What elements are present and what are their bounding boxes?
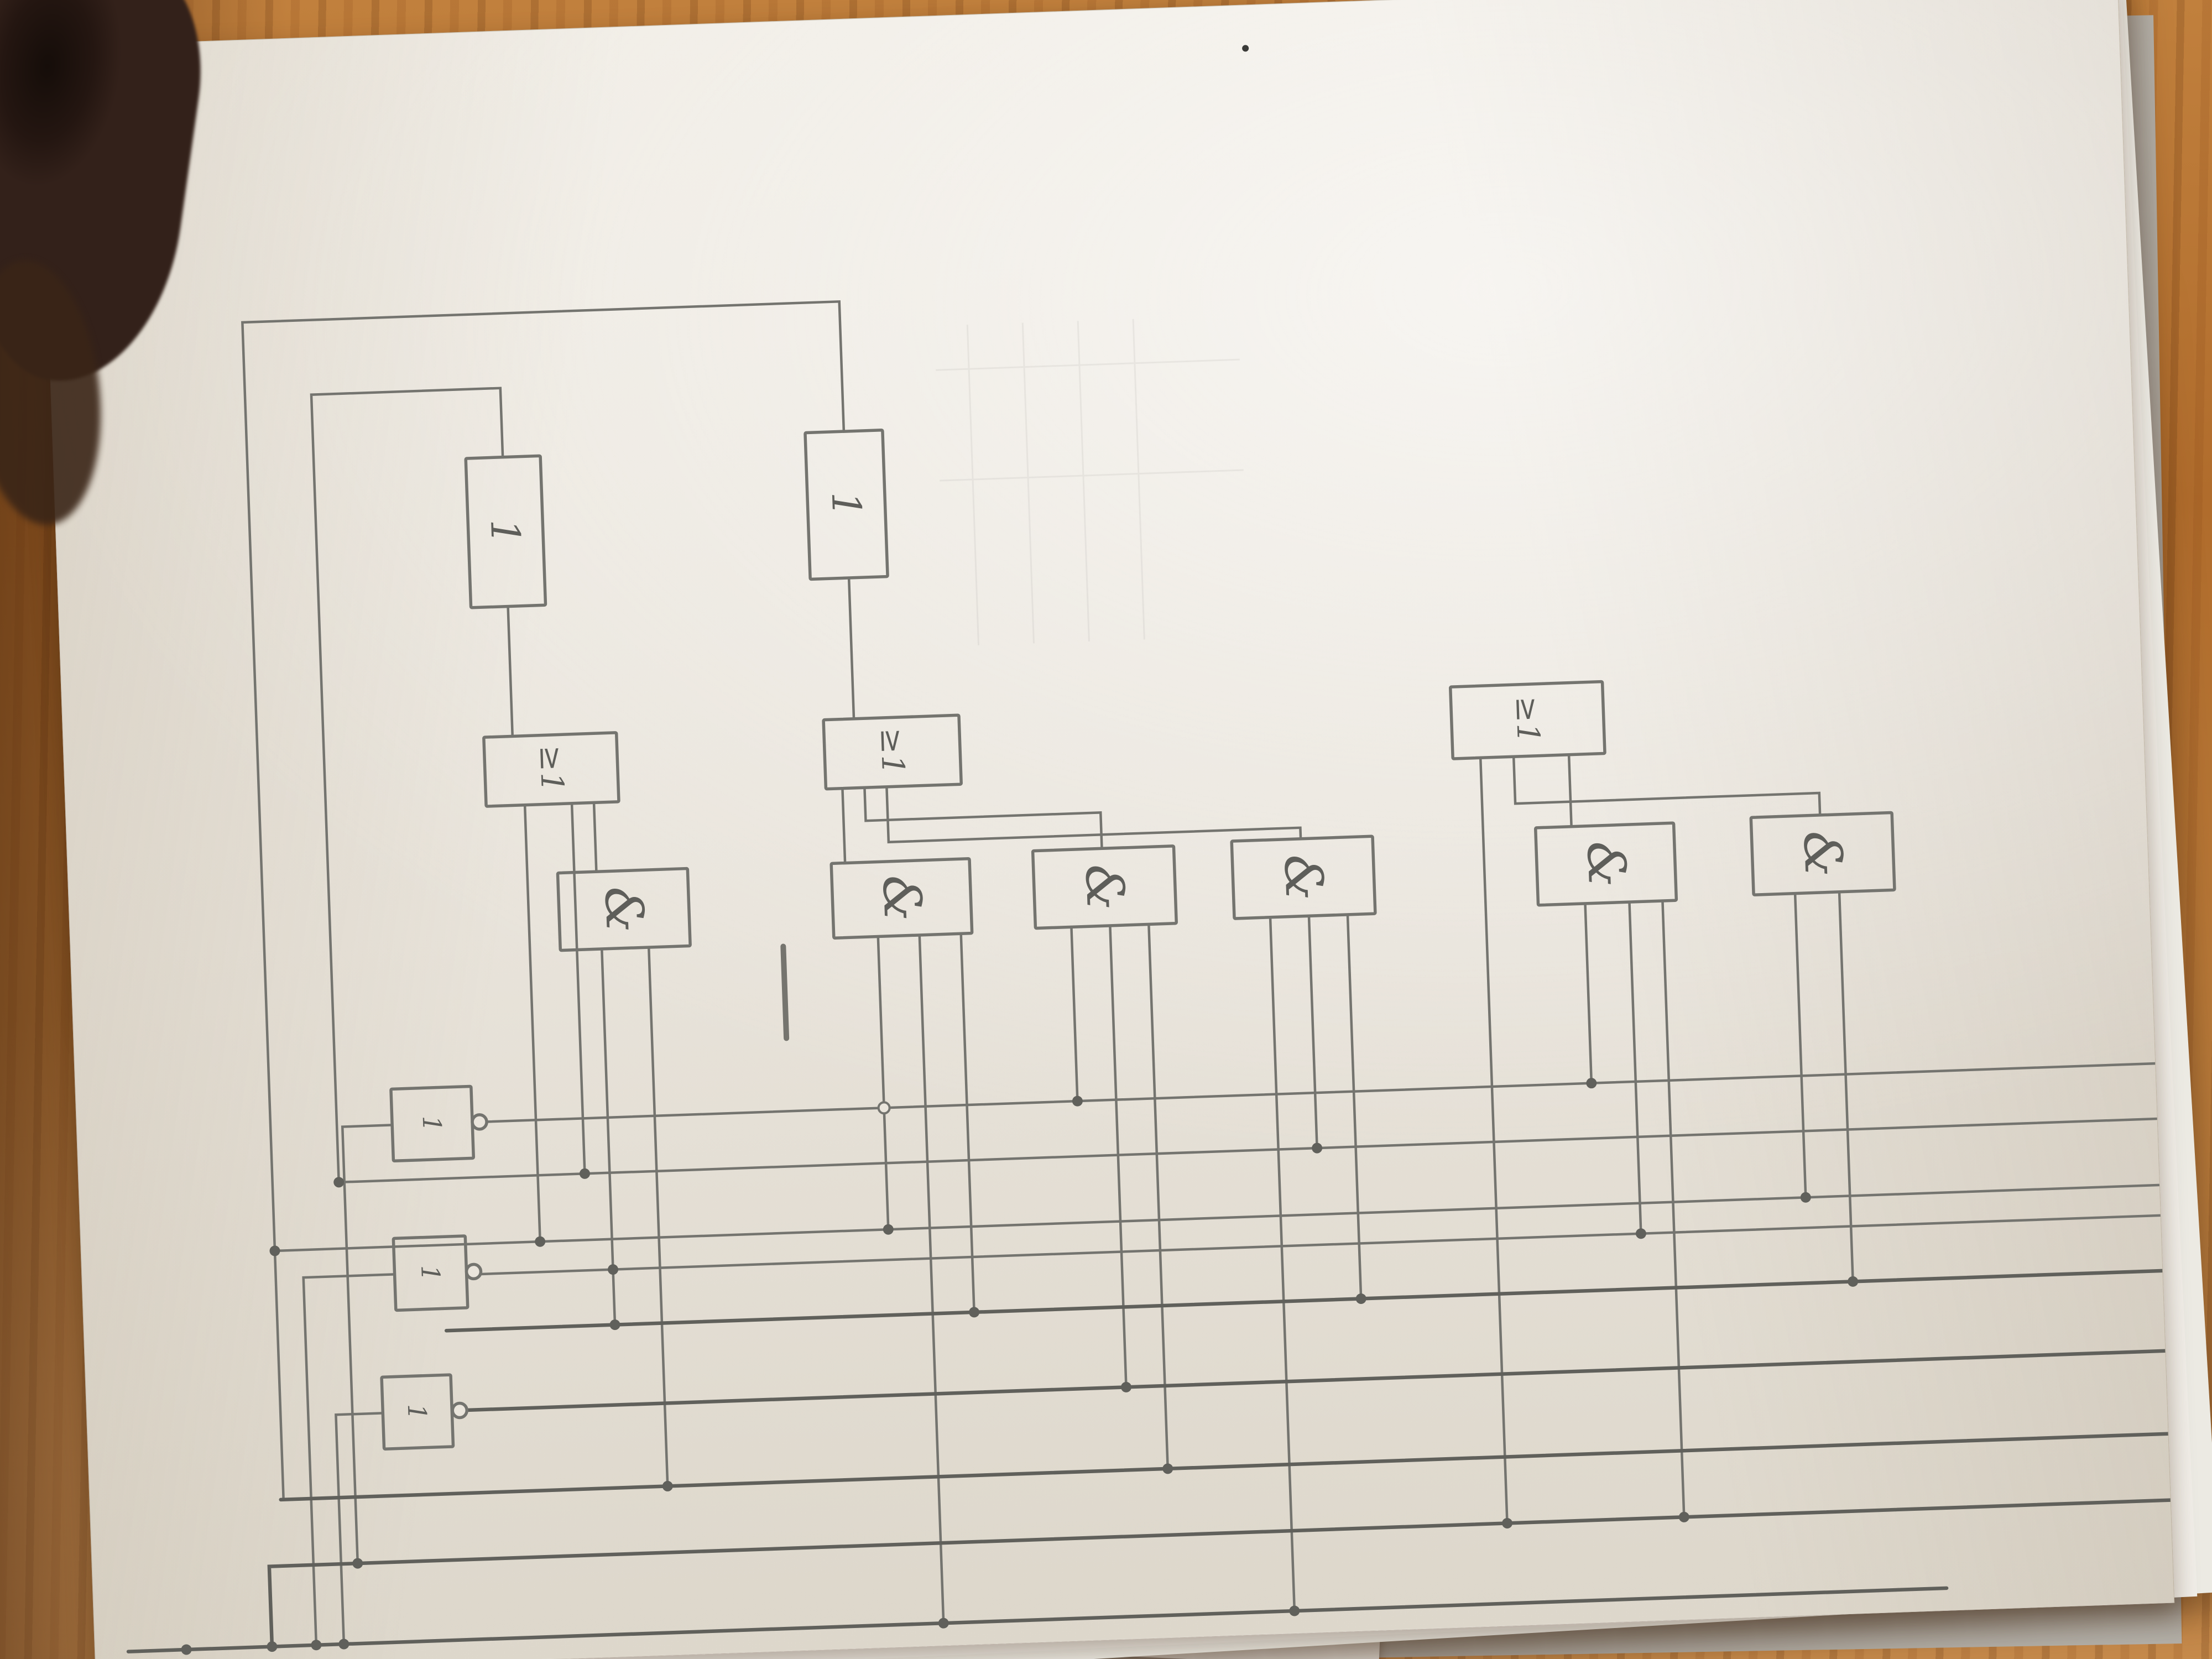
not-gate-1: 1 <box>389 1084 488 1163</box>
inverter-bubble <box>465 1262 483 1281</box>
wires-light <box>241 300 2168 1647</box>
and-gate-2: & <box>830 857 974 940</box>
buffer-gate-2-label: 1 <box>823 491 870 518</box>
inverter-bubble <box>471 1113 488 1131</box>
and-gate-6: & <box>1749 811 1896 896</box>
pen-dot <box>1242 45 1249 52</box>
not-gate-3: 1 <box>380 1373 468 1451</box>
not-gate-2: 1 <box>392 1234 483 1312</box>
or-gate-1: ≥1 <box>482 731 620 808</box>
not-gate-3-label: 1 <box>402 1404 432 1421</box>
buffer-gate-2: 1 <box>804 429 889 581</box>
and-gate-5-label: & <box>1575 840 1637 888</box>
logic-circuit-diagram: 1 1 ≥1 ≥1 ≥1 <box>126 45 2174 1655</box>
and-gate-4: & <box>1230 834 1377 920</box>
open-junction <box>877 1101 891 1115</box>
inverter-bubble <box>451 1401 468 1420</box>
or-gate-2: ≥1 <box>822 713 963 791</box>
not-gate-2-label: 1 <box>415 1265 446 1282</box>
wires-bold <box>126 943 2174 1653</box>
and-gate-6-label: & <box>1792 830 1854 878</box>
or-gate-3: ≥1 <box>1448 680 1606 760</box>
gate-boxes: 1 1 ≥1 ≥1 ≥1 <box>380 429 1896 1451</box>
and-gate-3: & <box>1031 844 1178 930</box>
buffer-gate-1-label: 1 <box>482 518 529 545</box>
circuit-drawing-sheet: 1 1 ≥1 ≥1 ≥1 <box>38 0 2175 1659</box>
and-gate-5: & <box>1533 821 1678 907</box>
and-gate-3-label: & <box>1073 863 1135 911</box>
or-gate-1-label: ≥1 <box>533 745 570 794</box>
buffer-gate-1: 1 <box>464 454 547 609</box>
and-gate-4-label: & <box>1272 853 1334 901</box>
junction-dots <box>181 45 1859 1655</box>
and-gate-2-label: & <box>870 874 932 922</box>
or-gate-3-label: ≥1 <box>1509 696 1546 745</box>
ghost-traces <box>936 319 1244 645</box>
and-gate-1-label: & <box>593 885 655 933</box>
or-gate-2-label: ≥1 <box>873 727 911 776</box>
not-gate-1-label: 1 <box>417 1115 447 1132</box>
and-gate-1: & <box>556 867 692 952</box>
